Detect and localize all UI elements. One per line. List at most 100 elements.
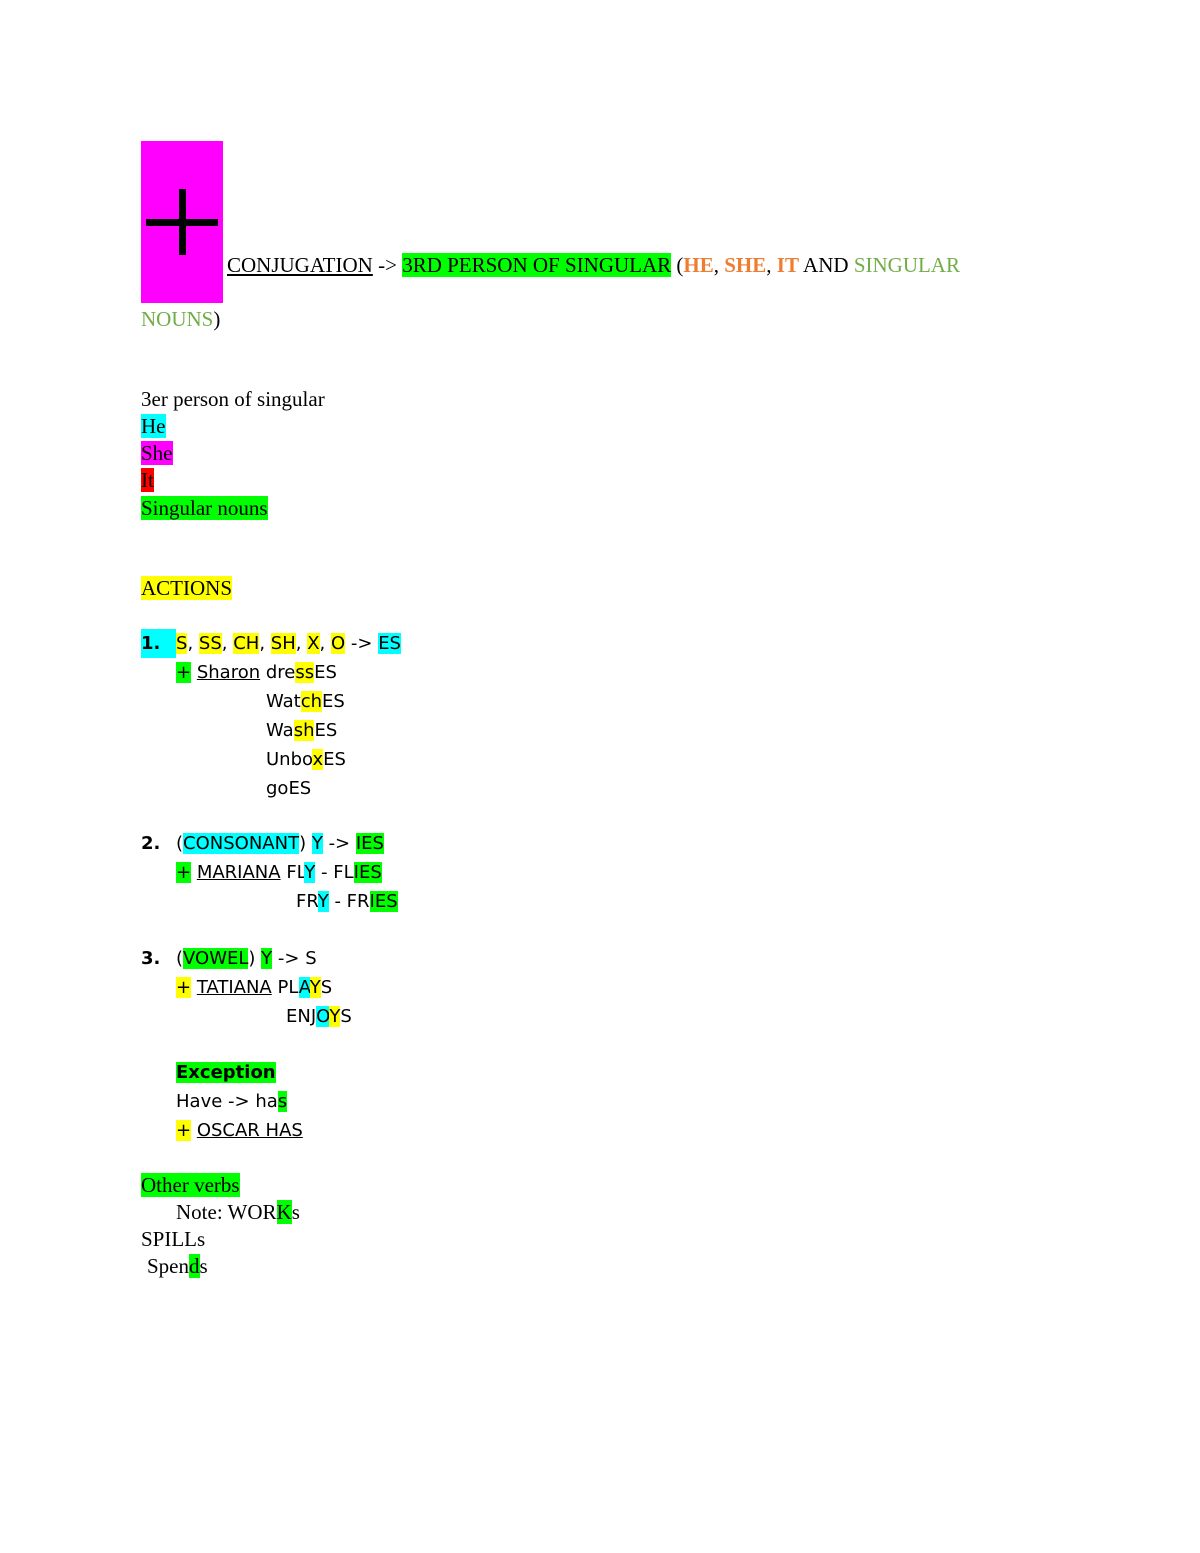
rule-3-y: Y — [261, 948, 273, 969]
rule-2-flies-suffix: IES — [353, 862, 382, 883]
rule-1-arrow: -> — [345, 633, 379, 654]
pronoun-it-text: It — [141, 468, 154, 492]
rule-3-arrow: -> — [272, 948, 306, 969]
other-verbs-note: Note: WORKs — [176, 1199, 300, 1226]
pronoun-she-text: She — [141, 441, 173, 465]
rule-1-plus: + — [176, 662, 192, 683]
rule-2-y: Y — [311, 833, 323, 854]
rule-1-ending-x: X — [307, 633, 320, 654]
rule-1-ending-o: O — [330, 633, 346, 654]
rule-1-example-2: WatchES — [266, 687, 345, 716]
rule-2-number: 2. — [141, 833, 161, 854]
rule-1-example-4: UnboxES — [266, 745, 346, 774]
rule-1-ex1-suffix: ES — [314, 662, 337, 683]
exception-have: Have -> ha — [176, 1091, 278, 1112]
rule-2-example-1: + MARIANA FLY - FLIES — [176, 858, 382, 887]
rule-1-ex2-stem: Wat — [266, 691, 301, 712]
rule-3-subject: TATIANA — [196, 977, 272, 998]
exception-example-text: OSCAR HAS — [196, 1120, 303, 1141]
plus-horizontal-bar — [146, 219, 218, 226]
header-open-paren: ( — [671, 253, 684, 277]
rule-1-ex3-suffix: ES — [314, 720, 338, 741]
exception-title-text: Exception — [176, 1062, 276, 1083]
rule-2-fries-stem: FR — [346, 891, 370, 912]
rule-3-close-paren: ) — [248, 948, 256, 969]
exception-rule: Have -> has — [176, 1087, 288, 1116]
rule-1-line: 1.S, SS, CH, SH, X, O -> ES — [141, 629, 401, 658]
rule-1-ex2-suffix: ES — [322, 691, 345, 712]
rule-1-example-5: goES — [266, 778, 312, 799]
rule-1-ex1-stem: dre — [265, 662, 296, 683]
rule-3-open-paren: ( — [176, 948, 184, 969]
header-comma-1: , — [713, 253, 725, 277]
rule-2-dash: - — [315, 862, 334, 883]
rule-3-line: 3. (VOWEL) Y -> S — [141, 944, 317, 973]
rule-1-sep: , — [221, 633, 234, 654]
header-singular: SINGULAR — [853, 253, 960, 277]
pronouns-heading: 3er person of singular — [141, 387, 325, 411]
rule-1-ending-s: S — [176, 633, 188, 654]
pronoun-singular-nouns: Singular nouns — [141, 495, 268, 522]
rule-2-ies: IES — [355, 833, 384, 854]
third-person-label: 3RD PERSON OF SINGULAR — [402, 253, 672, 277]
rule-1-number: 1. — [141, 629, 176, 658]
other-verbs-title: Other verbs — [141, 1172, 240, 1199]
rule-1-sep: , — [187, 633, 199, 654]
other-verbs-spends: Spends — [147, 1253, 208, 1280]
rule-1-sep: , — [319, 633, 331, 654]
header-and: AND — [798, 253, 854, 277]
rule-1-result: ES — [378, 633, 401, 654]
rule-3-plays-s: S — [320, 977, 333, 998]
rule-2-consonant: CONSONANT — [183, 833, 300, 854]
conjugation-title: CONJUGATION — [227, 253, 373, 277]
rule-3-number: 3. — [141, 948, 161, 969]
rule-1-example-3: WashES — [266, 716, 337, 745]
rule-1-ending-ss: SS — [198, 633, 222, 654]
pronoun-he-text: He — [141, 414, 166, 438]
spends-s: s — [199, 1254, 208, 1278]
rule-2-fly-y: Y — [304, 862, 316, 883]
actions-title: ACTIONS — [141, 575, 233, 602]
header-he: HE — [683, 253, 714, 277]
spends-stem: Spen — [147, 1254, 189, 1278]
rule-2-flies-stem: FL — [333, 862, 354, 883]
rule-2-open-paren: ( — [176, 833, 184, 854]
other-verbs-title-text: Other verbs — [141, 1173, 240, 1197]
rule-2-example-2: FRY - FRIES — [296, 887, 398, 916]
rule-2-dash: - — [328, 891, 347, 912]
rule-3-enjoys-stem: ENJ — [286, 1006, 317, 1027]
header-line-2: NOUNS) — [141, 306, 220, 333]
rule-1-ex4-suffix: ES — [323, 749, 346, 770]
rule-2-fly-stem: FL — [286, 862, 305, 883]
rule-1-example-1: + Sharon dressES — [176, 658, 337, 687]
exception-title: Exception — [176, 1058, 276, 1087]
rule-3-plus: + — [176, 977, 192, 998]
actions-title-text: ACTIONS — [141, 576, 233, 600]
rule-1-ex3-stem: Wa — [266, 720, 294, 741]
rule-1-ending-sh: SH — [270, 633, 296, 654]
rule-1-ex1-ending: ss — [295, 662, 315, 683]
header-nouns: NOUNS — [141, 307, 214, 331]
rule-3-plays-stem: PL — [277, 977, 299, 998]
rule-1-sep: , — [295, 633, 308, 654]
rule-3-s: S — [305, 948, 317, 969]
header-she: SHE — [724, 253, 767, 277]
plus-sign-icon — [141, 141, 223, 303]
rule-3-vowel: VOWEL — [183, 948, 249, 969]
rule-1-ending-ch: CH — [233, 633, 260, 654]
rule-1-ex4-ending: x — [312, 749, 324, 770]
rule-1-ex3-ending: sh — [293, 720, 315, 741]
rule-1-ex2-ending: ch — [300, 691, 323, 712]
pronoun-singular-nouns-text: Singular nouns — [141, 496, 268, 520]
header-close-paren: ) — [213, 307, 221, 331]
rule-2-fry-y: Y — [317, 891, 329, 912]
rule-2-line: 2.(CONSONANT) Y -> IES — [141, 829, 384, 858]
rule-2-subject: MARIANA — [196, 862, 281, 883]
exception-s: s — [277, 1091, 288, 1112]
rule-1-ex4-stem: Unbo — [266, 749, 313, 770]
rule-3-enjoys-y: Y — [329, 1006, 341, 1027]
pronoun-she: She — [141, 440, 173, 467]
rule-1-subject: Sharon — [196, 662, 261, 683]
rule-3-plays-vowel: A — [298, 977, 310, 998]
note-work-stem: Note: WOR — [176, 1200, 277, 1224]
